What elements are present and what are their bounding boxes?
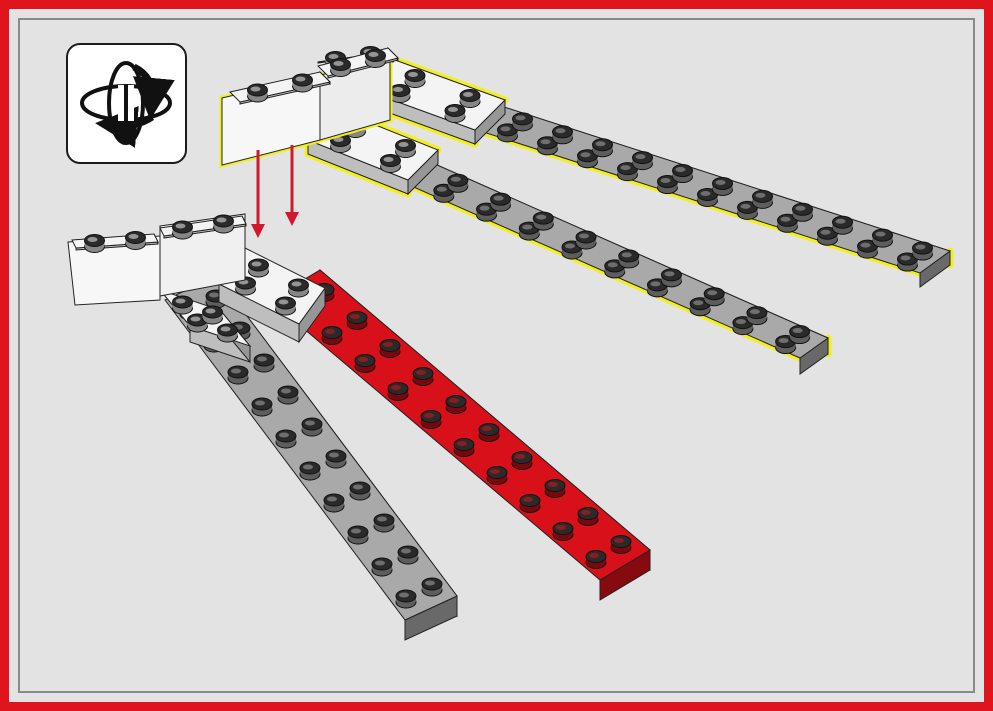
grey-plate-2x12-back-right (436, 92, 954, 288)
instruction-step-panel (18, 18, 975, 693)
white-brick-back-top-a (229, 70, 331, 105)
down-arrow-icon (251, 150, 265, 238)
highlighted-back-assembly (219, 46, 954, 375)
grey-plate-2x12-back-left (326, 126, 832, 375)
white-brick-back-top-b (317, 46, 399, 79)
white-brick-front-top-b (159, 214, 247, 240)
insert-arrows (251, 145, 299, 238)
rotate-model-icon (80, 61, 175, 148)
down-arrow-icon (285, 145, 299, 226)
rotate-model-badge (66, 43, 187, 164)
white-brick-assembly-back (219, 56, 393, 169)
white-plate-2x2-front-b (158, 288, 252, 364)
white-brick-front-top-a (71, 231, 159, 253)
red-plate-2x10-front (269, 268, 651, 601)
front-assembly (67, 213, 651, 641)
